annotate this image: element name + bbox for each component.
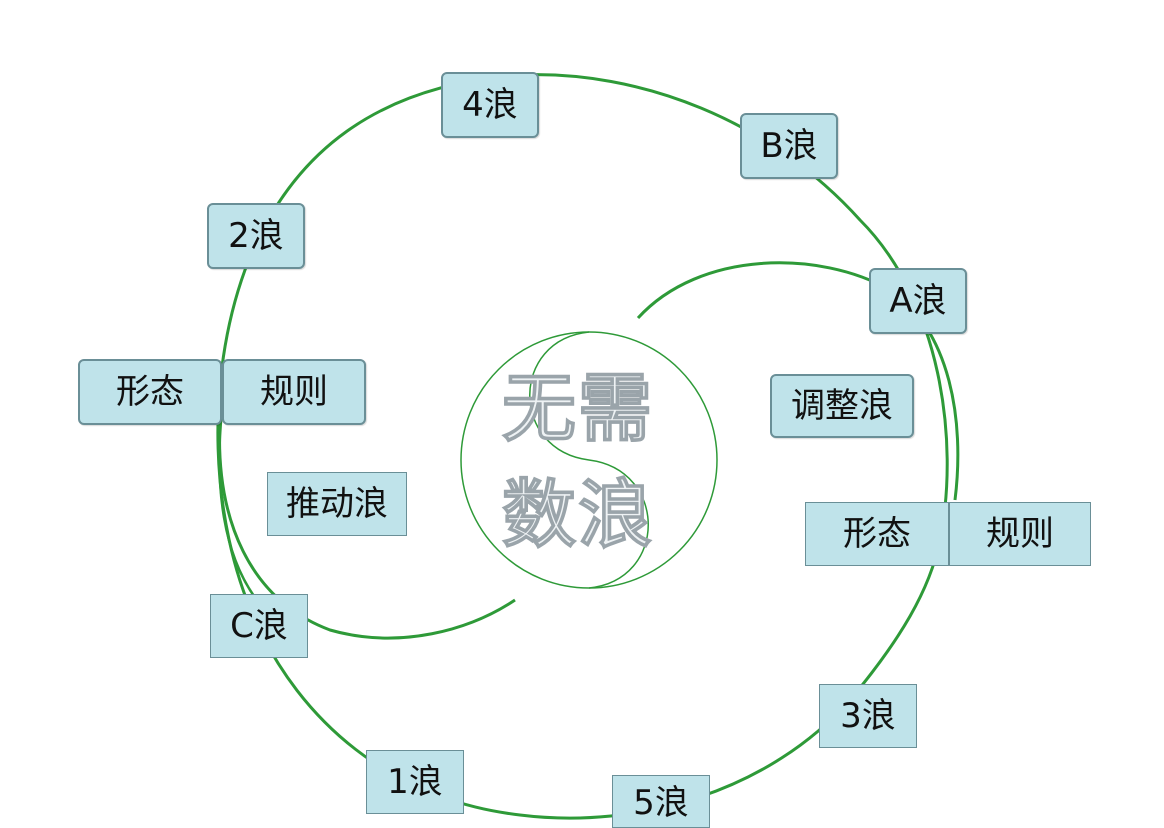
wave-b-box: B浪 bbox=[740, 113, 838, 179]
correction-wave-label: 调整浪 bbox=[791, 386, 893, 426]
wave-1-box: 1浪 bbox=[366, 750, 464, 814]
wave-4-box: 4浪 bbox=[441, 72, 539, 138]
wave-2-box: 2浪 bbox=[207, 203, 305, 269]
wave-c-label: C浪 bbox=[230, 606, 288, 646]
left-rule-box: 规则 bbox=[222, 359, 366, 425]
wave-5-box: 5浪 bbox=[612, 775, 710, 828]
wave-2-label: 2浪 bbox=[228, 216, 284, 256]
impulse-wave-box: 推动浪 bbox=[267, 472, 407, 536]
wave-a-label: A浪 bbox=[889, 281, 947, 321]
wave-3-box: 3浪 bbox=[819, 684, 917, 748]
right-rule-label: 规则 bbox=[986, 514, 1054, 554]
center-text-line2: 数浪 bbox=[501, 472, 654, 558]
right-form-box: 形态 bbox=[805, 502, 949, 566]
impulse-wave-label: 推动浪 bbox=[286, 484, 388, 524]
wave-5-label: 5浪 bbox=[633, 783, 689, 823]
wave-b-label: B浪 bbox=[760, 126, 818, 166]
correction-wave-box: 调整浪 bbox=[770, 374, 914, 438]
left-form-box: 形态 bbox=[78, 359, 222, 425]
wave-a-box: A浪 bbox=[869, 268, 967, 334]
right-rule-box: 规则 bbox=[949, 502, 1091, 566]
right-form-rule-pair: 形态 规则 bbox=[805, 502, 1091, 566]
wave-4-label: 4浪 bbox=[462, 85, 518, 125]
wave-c-box: C浪 bbox=[210, 594, 308, 658]
wave-3-label: 3浪 bbox=[840, 696, 896, 736]
center-s-curve bbox=[529, 331, 649, 589]
left-rule-label: 规则 bbox=[260, 372, 328, 412]
center-text-line1: 无需 bbox=[501, 366, 654, 452]
impulse-arc bbox=[218, 419, 516, 640]
right-form-label: 形态 bbox=[843, 514, 911, 554]
left-inner-arc bbox=[218, 409, 266, 611]
left-form-rule-pair: 形态 规则 bbox=[78, 359, 366, 425]
left-form-label: 形态 bbox=[116, 372, 184, 412]
wave-1-label: 1浪 bbox=[387, 762, 443, 802]
